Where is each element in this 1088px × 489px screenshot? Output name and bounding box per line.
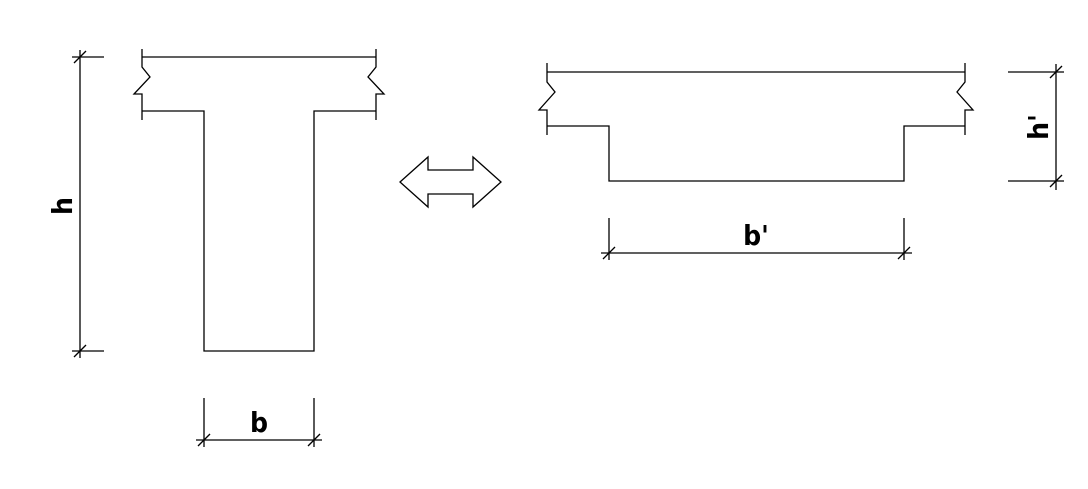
t-beam-section [132,49,386,352]
dimension-b [196,398,322,447]
double-arrow-icon [399,155,502,209]
dimension-b-prime [601,218,912,260]
equivalent-section [537,63,975,182]
label-h-prime: h' [1022,114,1055,140]
label-b-prime: b' [743,219,769,252]
dimension-h-prime [1008,64,1064,190]
label-h: h [46,197,79,215]
label-b: b [250,406,268,439]
dimension-h [72,50,104,358]
